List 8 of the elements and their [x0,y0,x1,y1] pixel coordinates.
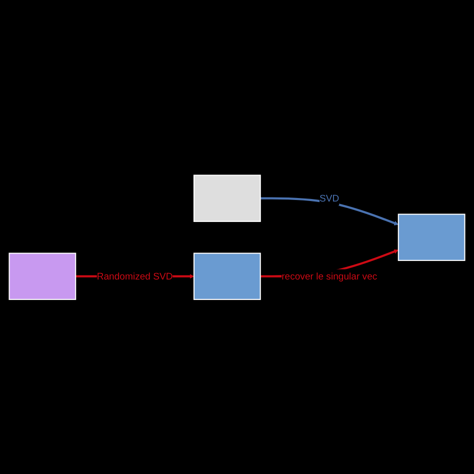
arrow [260,196,399,226]
edge-label: recover le singular vec [282,270,378,282]
node-box [193,252,261,300]
node-box [193,174,261,222]
edge-label: Randomized SVD [96,270,173,282]
node-box [398,213,466,261]
node-box [8,252,76,300]
edge-label: SVD [320,192,340,204]
